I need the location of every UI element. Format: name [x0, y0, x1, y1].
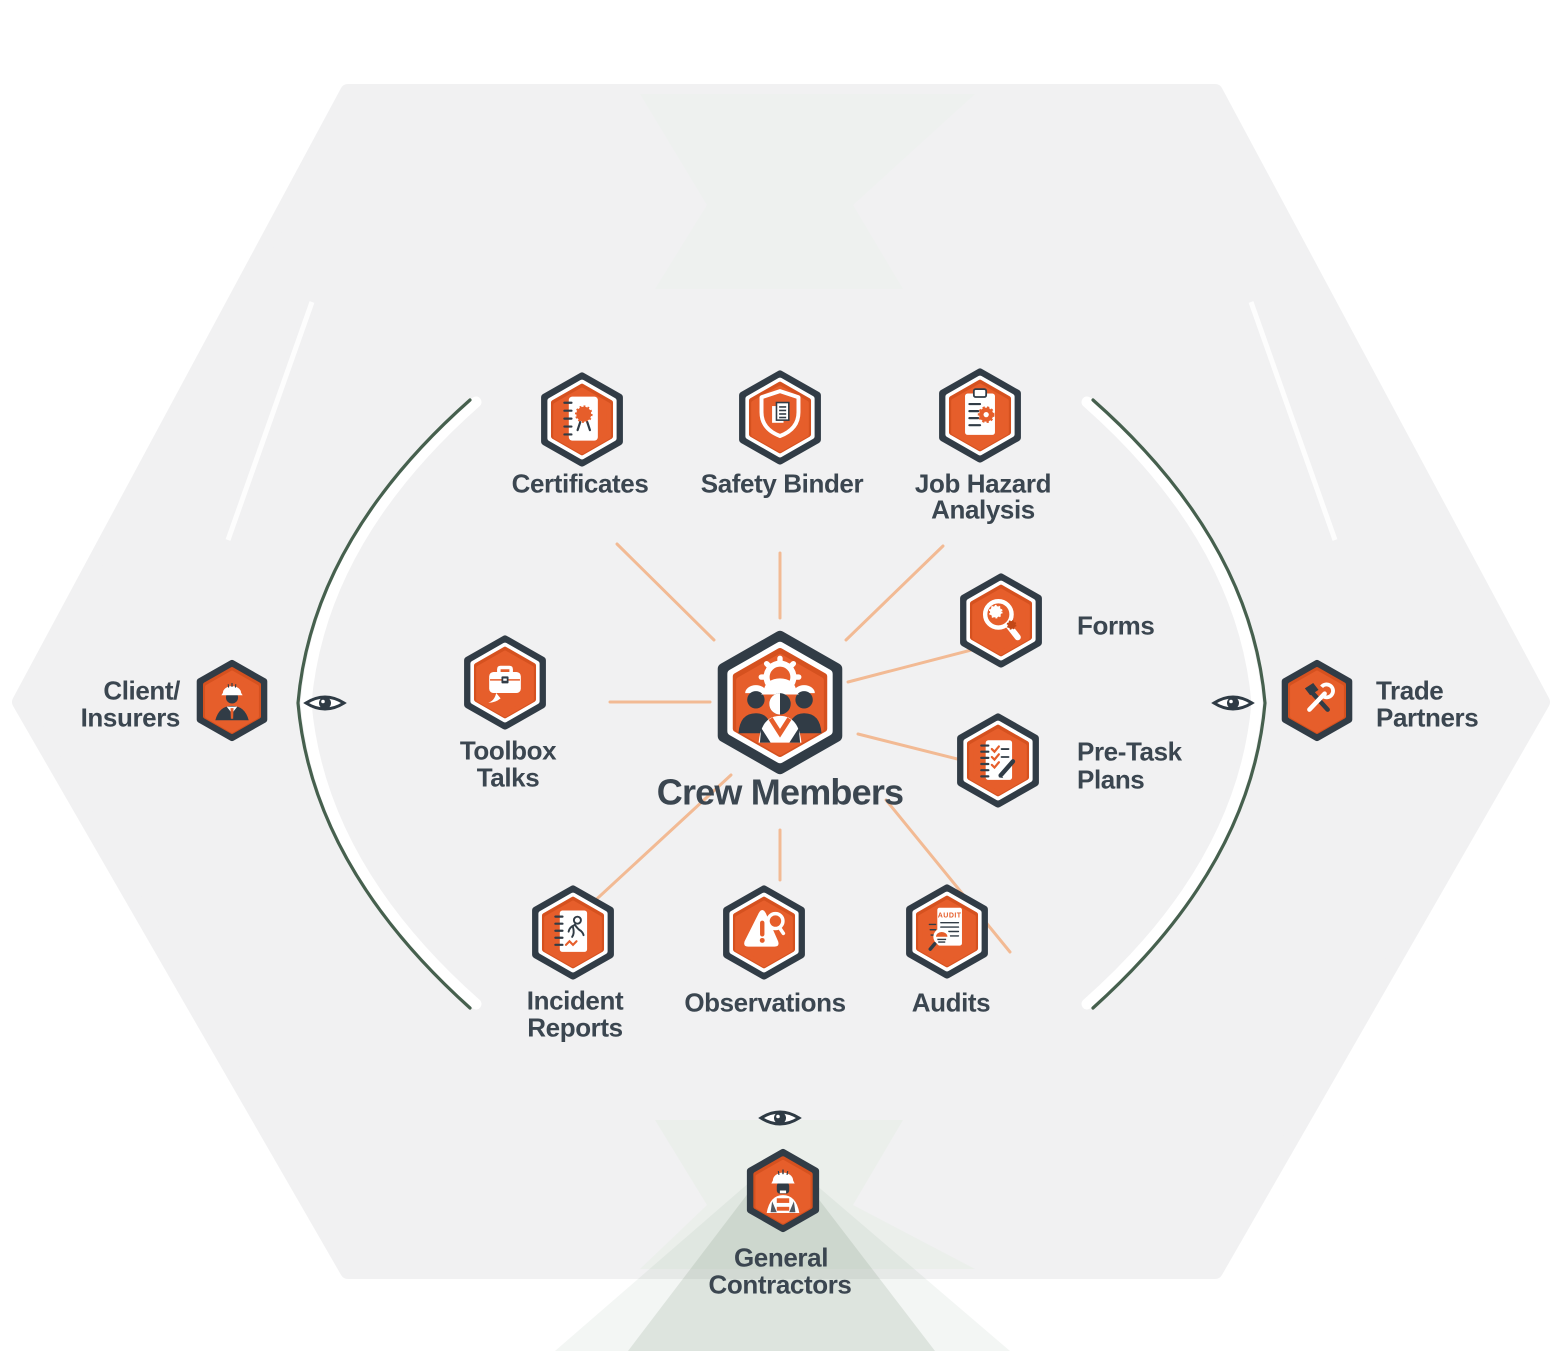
- node-certificates: [538, 370, 626, 474]
- left-arm-sliver: [225, 301, 315, 541]
- crew-members-icon: [713, 628, 847, 778]
- audit-text: AUDIT: [938, 912, 962, 919]
- node-job-hazard-analysis: [936, 366, 1024, 470]
- top-gap-green-tint: [640, 94, 975, 289]
- bottom-v-halo: [628, 1150, 935, 1351]
- node-pre-task-plans: [954, 711, 1042, 815]
- incident-reports-label-1: Incident: [526, 985, 624, 1016]
- right-eye-icon: [1211, 695, 1255, 711]
- observations-icon: [720, 883, 808, 982]
- bottom-eye-icon: [758, 1110, 802, 1126]
- client-insurers-label-2: Insurers: [80, 702, 181, 733]
- audits-label: Audits: [911, 987, 991, 1018]
- observations-label: Observations: [684, 987, 846, 1018]
- safety-binder-icon: [736, 368, 824, 467]
- top-gap: [640, 94, 975, 289]
- toolbox-talks-icon: [461, 633, 549, 732]
- right-chevron-gap: [1081, 396, 1263, 1010]
- node-incident-reports: [529, 883, 617, 987]
- incident-reports-icon: [529, 883, 617, 982]
- job-hazard-analysis-label-1: Job Hazard: [914, 468, 1052, 499]
- forms-icon: [957, 571, 1045, 670]
- pre-task-plans-label-2: Plans: [1077, 764, 1145, 795]
- pre-task-plans-label-1: Pre-Task: [1077, 736, 1182, 767]
- general-contractors-label-2: Contractors: [708, 1269, 852, 1300]
- node-forms: [957, 571, 1045, 675]
- node-crew-members: [713, 628, 847, 783]
- safety-binder-label: Safety Binder: [700, 468, 864, 499]
- forms-label: Forms: [1077, 610, 1155, 641]
- general-contractors-icon: [744, 1147, 822, 1234]
- node-safety-binder: [736, 368, 824, 472]
- toolbox-talks-label-2: Talks: [476, 762, 540, 793]
- certificates-label: Certificates: [511, 468, 649, 499]
- trade-partners-label-2: Partners: [1376, 702, 1479, 733]
- certificates-icon: [538, 370, 626, 469]
- trade-partners-icon: [1279, 658, 1355, 743]
- node-audits: AUDIT: [903, 882, 991, 986]
- incident-reports-label-2: Reports: [527, 1012, 623, 1043]
- node-toolbox-talks: [461, 633, 549, 737]
- job-hazard-analysis-icon: [936, 366, 1024, 465]
- node-general-contractors: [744, 1147, 822, 1239]
- left-chevron-line: [296, 398, 472, 1010]
- client-insurers-icon: [194, 658, 270, 743]
- node-trade-partners: [1279, 658, 1355, 748]
- job-hazard-analysis-label-2: Analysis: [931, 494, 1035, 525]
- node-observations: [720, 883, 808, 987]
- bottom-v-halo-outer: [555, 1155, 1010, 1351]
- left-eye-icon: [303, 695, 347, 711]
- general-contractors-label-1: General: [733, 1242, 829, 1273]
- toolbox-talks-label-1: Toolbox: [459, 735, 557, 766]
- crew-members-label: Crew Members: [656, 771, 904, 813]
- audits-icon: AUDIT: [903, 882, 991, 981]
- trade-partners-label-1: Trade: [1376, 675, 1444, 706]
- node-client-insurers: [194, 658, 270, 748]
- right-chevron-line: [1091, 398, 1267, 1010]
- pre-task-plans-icon: [954, 711, 1042, 810]
- right-arm-sliver: [1248, 301, 1338, 541]
- client-insurers-label-1: Client/: [103, 675, 180, 706]
